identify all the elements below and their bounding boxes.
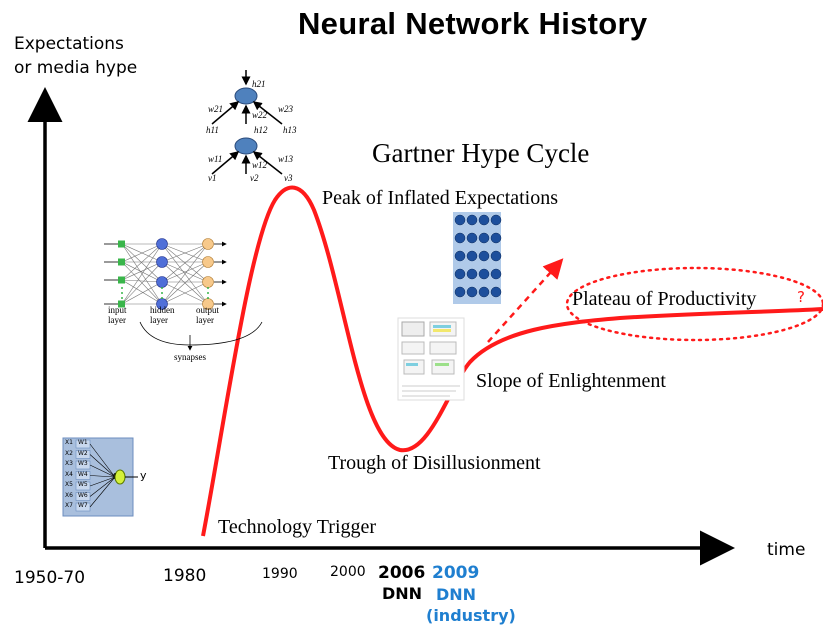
multilayer-network-diagram (104, 238, 227, 310)
x-axis-label: time (767, 540, 806, 560)
perceptron-weight: W2 (78, 449, 88, 457)
rbm-diagram (211, 70, 283, 175)
perceptron-weight: W7 (78, 502, 88, 509)
phase-peak: Peak of Inflated Expectations (322, 187, 559, 209)
perceptron-weight: W1 (78, 439, 88, 446)
page-title: Neural Network History (298, 6, 648, 41)
year-2000: 2000 (330, 564, 366, 580)
perceptron-input: X4 (65, 470, 73, 478)
rbm-w23: w23 (278, 104, 294, 114)
rbm-w11: w11 (208, 154, 223, 164)
mlp-hidden-label-2: layer (150, 315, 168, 325)
perceptron-input: X3 (65, 460, 73, 467)
year-1990: 1990 (262, 566, 298, 582)
rbm-v1: v1 (208, 173, 217, 183)
perceptron-output: y (140, 469, 147, 482)
mlp-synapses-label: synapses (174, 352, 206, 362)
rbm-v3: v3 (284, 173, 293, 183)
mlp-output-label-1: output (196, 305, 220, 315)
rbm-h12: h12 (254, 125, 268, 135)
perceptron-input: X7 (65, 502, 73, 509)
perceptron-input: X1 (65, 439, 73, 446)
deep-network-graphic (453, 212, 502, 304)
mlp-output-label-2: layer (196, 315, 214, 325)
mlp-hidden-label-1: hidden (150, 305, 175, 315)
year-2009-note: DNN (436, 585, 477, 604)
perceptron-weight: W6 (78, 491, 88, 499)
phase-plateau: Plateau of Productivity (572, 288, 757, 310)
year-1950-70: 1950-70 (14, 568, 86, 588)
rbm-w21: w21 (208, 104, 224, 114)
y-axis-label-line2: or media hype (14, 58, 138, 78)
y-axis-label-line1: Expectations (14, 34, 124, 54)
mlp-input-label-1: input (108, 305, 127, 315)
perceptron-weight: W4 (78, 470, 88, 478)
rbm-h11: h11 (206, 125, 219, 135)
rbm-w22: w22 (252, 110, 268, 120)
synapses-bracket (139, 321, 263, 351)
year-2006-note: DNN (382, 584, 423, 603)
phase-trough: Trough of Disillusionment (328, 452, 541, 474)
paper-thumbnail (397, 317, 465, 401)
plateau-ellipse (565, 266, 823, 342)
year-1980: 1980 (163, 566, 207, 586)
perceptron-activation: f (113, 472, 116, 481)
rbm-w13: w13 (278, 154, 294, 164)
year-2009: 2009 (432, 563, 480, 583)
year-2009-note2: (industry) (426, 606, 516, 625)
cycle-title: Gartner Hype Cycle (372, 138, 590, 168)
rbm-h21: h21 (252, 79, 266, 89)
dnn-trend-arrow (487, 258, 564, 343)
perceptron-input: X5 (65, 481, 73, 488)
perceptron-diagram (62, 437, 138, 517)
year-2006: 2006 (378, 563, 426, 583)
rbm-h13: h13 (283, 125, 297, 135)
hype-cycle-curve (201, 185, 823, 537)
phase-trigger: Technology Trigger (218, 516, 377, 538)
perceptron-weight: W3 (78, 460, 88, 467)
perceptron-input: X2 (65, 449, 73, 457)
phase-slope: Slope of Enlightenment (476, 370, 666, 392)
plateau-question-mark: ? (797, 288, 805, 306)
rbm-v2: v2 (250, 173, 259, 183)
perceptron-weight: W5 (78, 481, 88, 488)
mlp-input-label-2: layer (108, 315, 126, 325)
perceptron-input: X6 (65, 491, 73, 499)
rbm-w12: w12 (252, 160, 268, 170)
